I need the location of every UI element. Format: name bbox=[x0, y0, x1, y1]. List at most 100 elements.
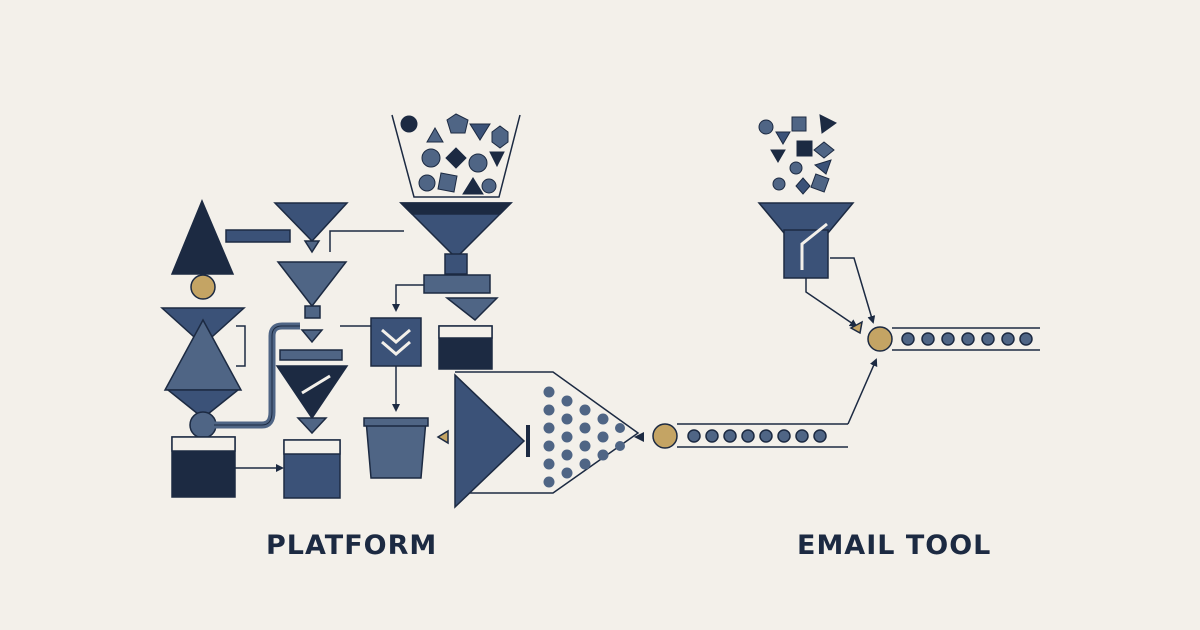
email-tool-label: EMAIL TOOL bbox=[797, 530, 992, 561]
shape-diamond bbox=[813, 141, 835, 159]
ball bbox=[579, 404, 591, 416]
funnel-top bbox=[273, 202, 349, 243]
ball bbox=[941, 332, 955, 346]
bucket-rim bbox=[363, 417, 429, 427]
funnel-lower-blade bbox=[301, 374, 331, 395]
shape-triangle bbox=[426, 126, 444, 143]
left-gold-joint bbox=[190, 274, 216, 300]
ball bbox=[961, 332, 975, 346]
shape-diamond bbox=[445, 147, 467, 169]
funnel-middle-neck bbox=[304, 305, 321, 319]
ball bbox=[615, 423, 625, 433]
platform-machine bbox=[160, 114, 878, 509]
ball bbox=[579, 440, 591, 452]
shape-square bbox=[810, 173, 830, 193]
ball bbox=[795, 429, 809, 443]
shape-pentagon bbox=[446, 113, 469, 134]
funnel-lower bbox=[275, 365, 349, 420]
shape-circle bbox=[468, 153, 488, 173]
ball bbox=[597, 413, 609, 425]
big-emitter-triangle bbox=[454, 373, 526, 509]
shape-circle bbox=[789, 161, 803, 175]
hopper-walls bbox=[391, 114, 521, 198]
funnel-middle-arrow bbox=[300, 329, 324, 344]
hopper-outlet bbox=[423, 274, 491, 294]
shape-triangle bbox=[819, 114, 837, 134]
left-bottom-tank-cap bbox=[171, 436, 236, 452]
ball bbox=[561, 431, 573, 443]
shape-triangle bbox=[462, 177, 484, 195]
ball bbox=[777, 429, 791, 443]
shape-circle bbox=[421, 148, 441, 168]
ball bbox=[705, 429, 719, 443]
ball bbox=[1001, 332, 1015, 346]
press-plate bbox=[279, 349, 343, 361]
bucket-side-marker bbox=[436, 429, 449, 445]
ball bbox=[561, 449, 573, 461]
ball bbox=[579, 422, 591, 434]
valve-feed-line bbox=[392, 284, 424, 312]
ball bbox=[543, 476, 555, 488]
shape-triangle bbox=[775, 131, 791, 145]
email-feed-line-2 bbox=[830, 257, 876, 324]
shape-circle bbox=[400, 115, 418, 133]
funnel-lower-arrow bbox=[296, 417, 328, 435]
ball bbox=[561, 467, 573, 479]
ball bbox=[543, 422, 555, 434]
ball bbox=[543, 440, 555, 452]
shape-circle bbox=[772, 177, 786, 191]
ball bbox=[723, 429, 737, 443]
ball bbox=[561, 413, 573, 425]
ball bbox=[741, 429, 755, 443]
valve-chevron-1 bbox=[381, 328, 411, 344]
ball bbox=[687, 429, 701, 443]
shape-triangle bbox=[813, 159, 832, 175]
email-hopper-shapes bbox=[758, 114, 837, 195]
shape-circle bbox=[758, 119, 774, 135]
valve-chevron-2 bbox=[381, 340, 411, 356]
hopper-neck bbox=[444, 253, 468, 275]
shape-triangle bbox=[469, 123, 491, 141]
ball bbox=[543, 386, 555, 398]
ball bbox=[597, 431, 609, 443]
ball bbox=[543, 404, 555, 416]
platform-conveyor-balls bbox=[687, 429, 827, 443]
shape-triangle bbox=[770, 149, 786, 163]
ball bbox=[981, 332, 995, 346]
shape-circle bbox=[418, 174, 436, 192]
ball bbox=[921, 332, 935, 346]
hopper-connector bbox=[329, 230, 404, 252]
platform-hopper-shapes bbox=[400, 113, 509, 195]
funnel-middle bbox=[276, 261, 348, 308]
ball bbox=[1019, 332, 1033, 346]
shape-square bbox=[437, 172, 458, 193]
emitted-balls bbox=[543, 386, 644, 488]
platform-label: PLATFORM bbox=[266, 530, 438, 561]
left-lower-inverted-triangle bbox=[165, 389, 241, 419]
shape-hexagon bbox=[491, 125, 509, 149]
shape-diamond bbox=[795, 177, 811, 195]
ball bbox=[561, 395, 573, 407]
ball bbox=[813, 429, 827, 443]
right-tank-cap bbox=[438, 325, 493, 339]
ball bbox=[615, 441, 625, 451]
ball bbox=[579, 458, 591, 470]
email-funnel-body bbox=[783, 229, 829, 279]
ball bbox=[543, 458, 555, 470]
ball bbox=[759, 429, 773, 443]
left-side-bracket bbox=[236, 325, 246, 367]
email-funnel bbox=[757, 202, 855, 234]
email-input-marker bbox=[849, 320, 864, 335]
left-top-chute bbox=[225, 229, 291, 243]
shape-circle bbox=[481, 178, 497, 194]
platform-to-email-link bbox=[847, 358, 878, 425]
left-mid-triangle bbox=[163, 318, 243, 391]
email-feed-line-1 bbox=[805, 278, 858, 328]
funnel-down-arrow bbox=[303, 240, 321, 254]
u-pipe-outline bbox=[214, 325, 300, 426]
platform-output-gold-joint bbox=[652, 423, 678, 449]
email-gold-joint bbox=[867, 326, 893, 352]
ball bbox=[597, 449, 609, 461]
